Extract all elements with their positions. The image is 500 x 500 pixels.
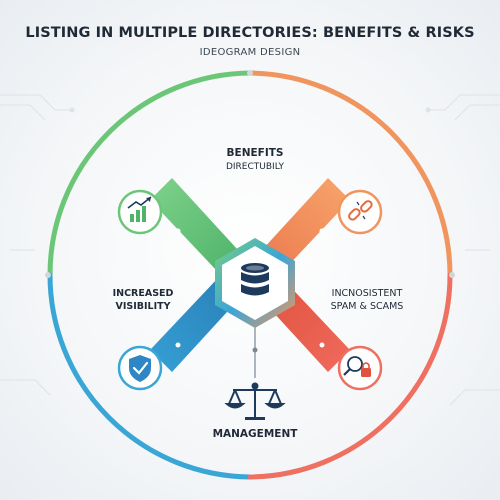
growth-chart-icon <box>117 189 163 235</box>
ring-arc-coral <box>247 272 453 480</box>
inconsistent-label: INCNOSISTENT <box>331 288 403 299</box>
benefits-label: BENEFITS <box>226 147 284 159</box>
lock-magnifier-icon <box>337 345 383 391</box>
management-label: MANAGEMENT <box>212 428 298 440</box>
visibility-label: VISIBILITY <box>115 301 171 312</box>
arm-top-right <box>262 178 350 272</box>
directubily-label: DIRECTUBILY <box>225 162 285 172</box>
scales-icon <box>224 382 286 420</box>
ring-node-top <box>247 70 253 76</box>
page-subtitle: IDEOGRAM DESIGN <box>199 47 301 58</box>
page-title: LISTING IN MULTIPLE DIRECTORIES: BENEFIT… <box>25 25 475 41</box>
ring-arc-blue <box>47 272 253 480</box>
ring-arc-green <box>47 70 253 278</box>
shield-check-icon <box>117 345 163 391</box>
ring-node-left <box>45 272 51 278</box>
increased-label: INCREASED <box>112 288 174 299</box>
outer-ring <box>47 70 453 480</box>
broken-link-icon <box>337 189 383 235</box>
ring-arc-orange <box>247 70 453 278</box>
circuit-decoration <box>0 94 500 406</box>
database-icon <box>241 263 269 296</box>
ring-node-right <box>449 272 455 278</box>
spam-scams-label: SPAM & SCAMS <box>330 301 404 312</box>
arm-top-left <box>150 178 238 272</box>
